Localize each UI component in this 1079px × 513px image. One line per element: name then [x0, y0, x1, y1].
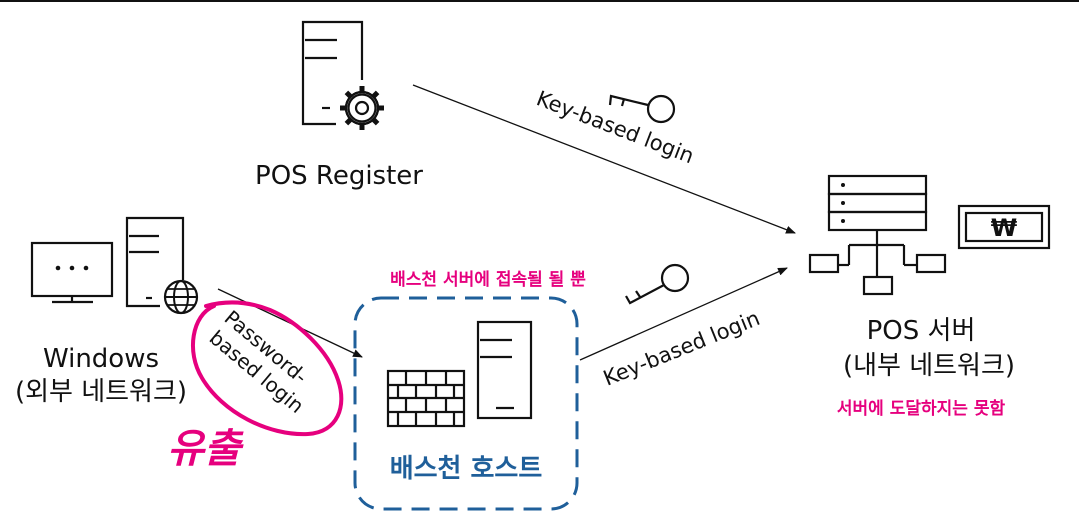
pos-register-label: POS Register: [255, 161, 423, 191]
bastion-node: 배스천 호스트: [353, 296, 579, 511]
key-icon: [625, 263, 690, 305]
key-icon: [608, 94, 676, 124]
bastion-label: 배스천 호스트: [390, 454, 543, 484]
windows-label: Windows: [43, 344, 159, 374]
pos-server-sublabel: (내부 네트워크): [843, 351, 1015, 381]
pos-register-node: POS Register: [255, 20, 423, 191]
firewall-icon: [386, 369, 466, 428]
bastion-server-icon: [476, 320, 533, 420]
register-key-login-label: Key-based login: [533, 86, 697, 168]
desktop-icon: [30, 241, 114, 304]
windows-node: Windows (외부 네트워크): [15, 216, 199, 407]
bastion-to-server-arrow: [579, 267, 788, 361]
pos-server-label: POS 서버: [867, 316, 976, 346]
register-to-server-arrow: [412, 84, 796, 234]
money-icon: ₩: [957, 204, 1051, 250]
pos-server-node: ₩ POS 서버 (내부 네트워크) 서버에 도달하지는 못함: [808, 174, 1051, 419]
server-network-icon: [808, 174, 947, 296]
globe-icon: [163, 279, 199, 315]
windows-sublabel: (외부 네트워크): [15, 377, 187, 407]
highlight-circle: [190, 300, 344, 437]
bastion-note: 배스천 서버에 접속될 될 뿐: [390, 270, 586, 290]
bastion-dashed-box: [353, 296, 579, 511]
server-note: 서버에 도달하지는 못함: [837, 398, 1006, 419]
leak-note: 유출: [167, 426, 244, 472]
server-globe-icon: [125, 216, 199, 315]
won-sign: ₩: [991, 214, 1018, 242]
bastion-key-login-label: Key-based login: [600, 306, 763, 391]
server-gear-icon: [301, 20, 384, 130]
